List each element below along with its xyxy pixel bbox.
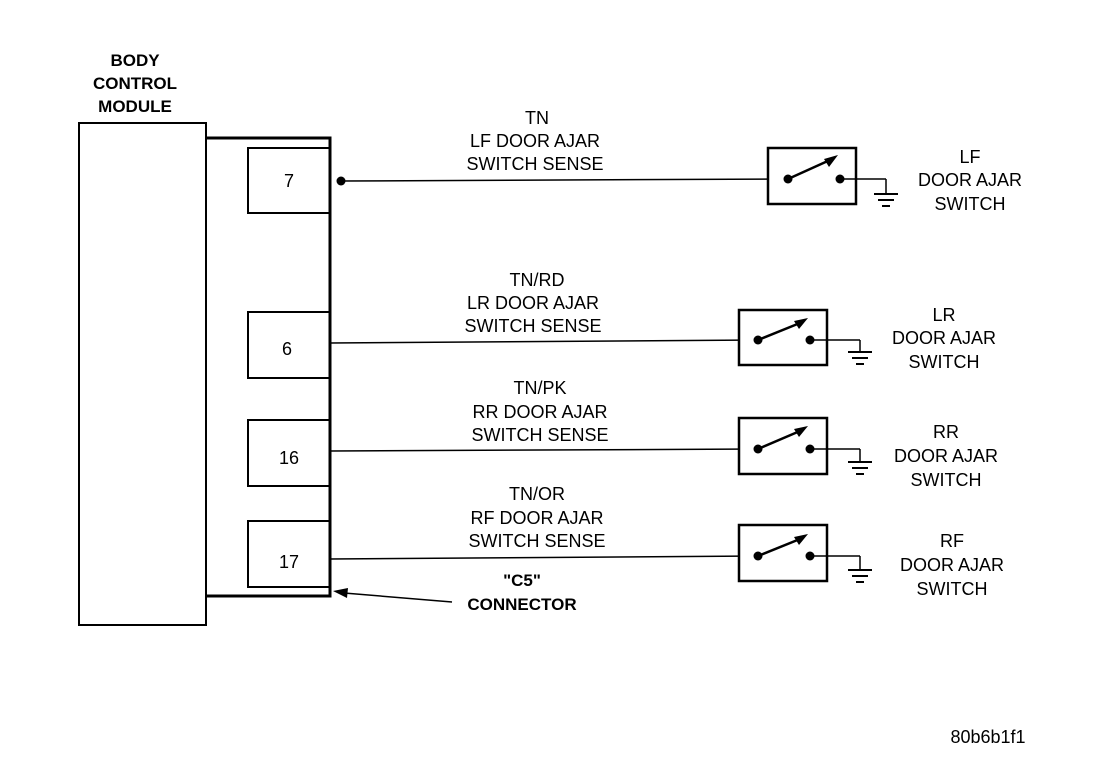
- switch-label-line-2: DOOR AJAR: [894, 446, 998, 466]
- wire-color-label: TN/OR: [509, 484, 565, 504]
- body-control-module-box: [78, 122, 207, 626]
- switch-label-line-2: DOOR AJAR: [892, 328, 996, 348]
- wire: [329, 555, 759, 560]
- signal-label-line-1: LR DOOR AJAR: [467, 293, 599, 313]
- door-ajar-switch: [737, 416, 829, 476]
- circuit-rf: TN/OR RF DOOR AJAR SWITCH SENSE RF DOOR …: [329, 484, 1004, 599]
- wire: [340, 178, 789, 182]
- signal-label-line-1: RR DOOR AJAR: [472, 402, 607, 422]
- switch-label-line-1: LR: [932, 305, 955, 325]
- switch-label-line-2: DOOR AJAR: [918, 170, 1022, 190]
- connector-label-line-1: "C5": [503, 571, 541, 590]
- connector-label-line-2: CONNECTOR: [467, 595, 576, 614]
- pin-cavity-16: 16: [247, 419, 331, 487]
- module-label: BODY CONTROL MODULE: [93, 51, 177, 116]
- signal-label-line-1: RF DOOR AJAR: [470, 508, 603, 528]
- switch-label-line-3: SWITCH: [911, 470, 982, 490]
- connector-housing: [206, 136, 332, 598]
- pin-cavity-17: 17: [247, 520, 331, 588]
- switch-label-line-3: SWITCH: [909, 352, 980, 372]
- wire: [329, 448, 759, 452]
- circuit-rr: TN/PK RR DOOR AJAR SWITCH SENSE RR DOOR …: [329, 378, 998, 490]
- switch-label-line-1: LF: [959, 147, 980, 167]
- signal-label-line-1: LF DOOR AJAR: [470, 131, 600, 151]
- switch-label-line-3: SWITCH: [935, 194, 1006, 214]
- signal-label-line-2: SWITCH SENSE: [464, 316, 601, 336]
- switch-label-line-1: RF: [940, 531, 964, 551]
- figure-id: 80b6b1f1: [950, 727, 1025, 747]
- module-label-line-1: BODY: [110, 51, 160, 70]
- pin-cavity-7: 7: [247, 147, 331, 214]
- signal-label-line-2: SWITCH SENSE: [471, 425, 608, 445]
- wire-color-label: TN: [525, 108, 549, 128]
- module-label-line-3: MODULE: [98, 97, 172, 116]
- signal-label-line-2: SWITCH SENSE: [468, 531, 605, 551]
- pin-number: 7: [284, 171, 294, 191]
- wire: [329, 339, 759, 344]
- leader-line: [343, 592, 453, 603]
- signal-label-line-2: SWITCH SENSE: [466, 154, 603, 174]
- door-ajar-switch: [737, 523, 829, 583]
- ground-symbol: [810, 448, 872, 475]
- pin-number: 17: [279, 552, 299, 572]
- switch-label-line-1: RR: [933, 422, 959, 442]
- pin-cavity-6: 6: [247, 311, 331, 379]
- circuit-lf: TN LF DOOR AJAR SWITCH SENSE LF DOOR AJA…: [336, 108, 1022, 214]
- switch-label-line-3: SWITCH: [917, 579, 988, 599]
- pin-number: 16: [279, 448, 299, 468]
- module-label-line-2: CONTROL: [93, 74, 177, 93]
- ground-symbol: [840, 178, 898, 207]
- pin-number: 6: [282, 339, 292, 359]
- wire-color-label: TN/RD: [510, 270, 565, 290]
- circuit-lr: TN/RD LR DOOR AJAR SWITCH SENSE LR DOOR …: [329, 270, 996, 372]
- door-ajar-switch: [737, 308, 829, 367]
- wire-color-label: TN/PK: [513, 378, 566, 398]
- connector-callout: "C5" CONNECTOR: [333, 571, 577, 614]
- door-ajar-switch: [766, 146, 858, 206]
- ground-symbol: [810, 339, 872, 365]
- switch-label-line-2: DOOR AJAR: [900, 555, 1004, 575]
- ground-symbol: [810, 555, 872, 583]
- leader-arrowhead: [333, 588, 348, 598]
